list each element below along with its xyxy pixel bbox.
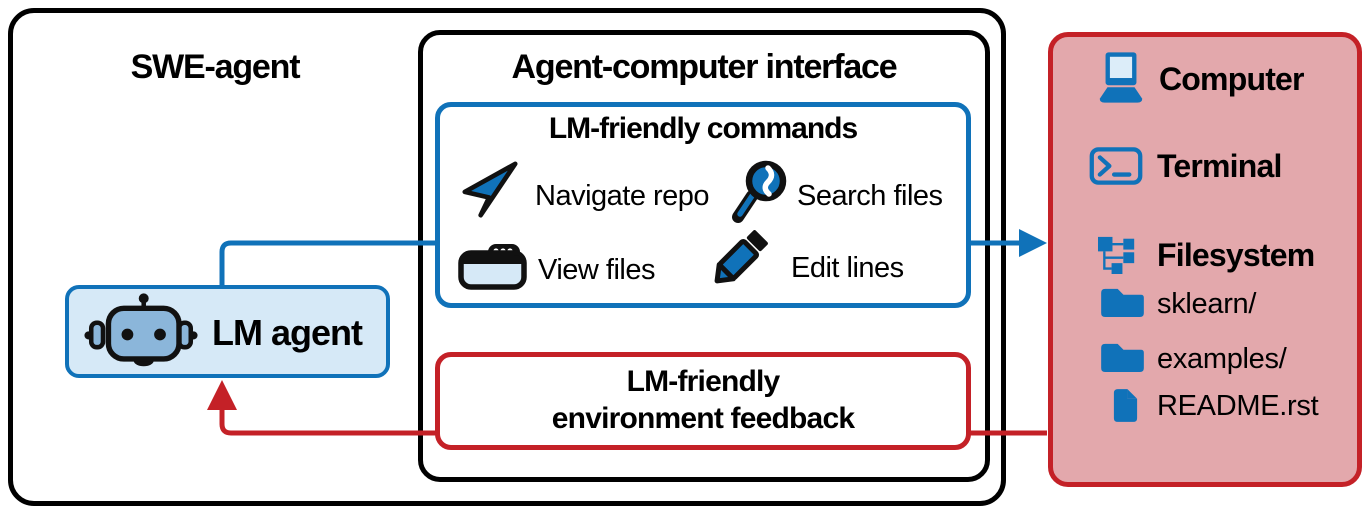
search-icon: [732, 160, 787, 223]
feedback-title-line1: LM-friendly: [626, 365, 781, 399]
command-label-edit: Edit lines: [791, 251, 904, 284]
file-icon: [1113, 388, 1139, 422]
terminal-icon: [1089, 147, 1143, 185]
aci-title: Agent-computer interface: [511, 48, 898, 86]
filesystem-label: Filesystem: [1157, 236, 1315, 273]
feedback-title-line2: environment feedback: [551, 402, 855, 435]
folder-icon: [1101, 343, 1144, 373]
computer-label: Computer: [1159, 60, 1305, 97]
command-label-navigate: Navigate repo: [535, 179, 710, 212]
feedback-box: LM-friendly environment feedback: [435, 352, 971, 450]
swe-agent-title: SWE-agent: [130, 48, 301, 86]
filesystem-icon: [1098, 236, 1135, 274]
command-label-search: Search files: [797, 179, 943, 212]
right-arrowhead-icon: [1019, 229, 1047, 257]
environment-panel: [1048, 32, 1362, 487]
browser-icon: [458, 244, 527, 290]
file-label-sklearn: sklearn/: [1157, 287, 1257, 320]
cursor-icon: [462, 161, 518, 218]
file-label-examples: examples/: [1157, 342, 1287, 375]
folder-icon: [1101, 288, 1144, 318]
commands-title: LM-friendly commands: [548, 112, 858, 145]
command-label-view: View files: [538, 253, 655, 286]
terminal-label: Terminal: [1157, 147, 1282, 184]
file-label-readme: README.rst: [1157, 389, 1319, 422]
lm-agent-label: LM agent: [212, 312, 363, 353]
computer-icon: [1099, 52, 1143, 103]
pencil-icon: [714, 230, 768, 284]
robot-icon: [84, 293, 198, 367]
